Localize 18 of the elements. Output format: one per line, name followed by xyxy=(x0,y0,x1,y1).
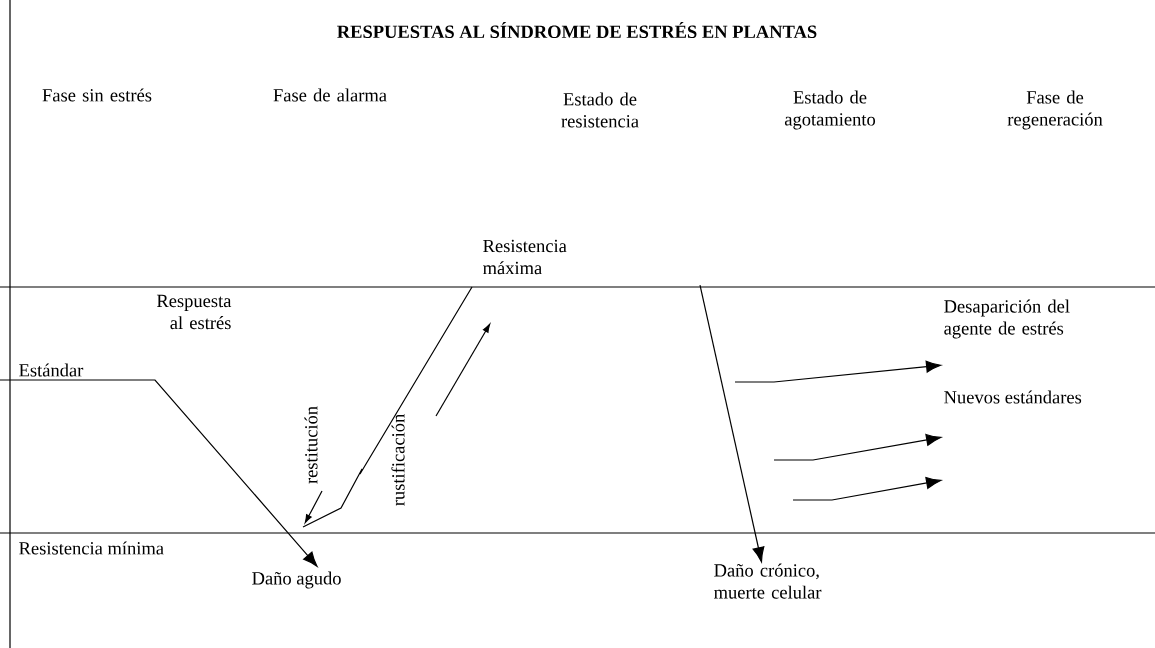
curve-label: Nuevos estándares xyxy=(944,390,1082,404)
outcome-label: Daño agudo xyxy=(252,571,341,589)
phase-heading: Fase de alarma xyxy=(273,88,387,102)
arrow xyxy=(0,379,318,567)
curve-label: Respuesta al estrés xyxy=(156,294,232,330)
level-label: Estándar xyxy=(19,363,84,377)
outcome-label: Daño crónico, muerte celular xyxy=(714,563,822,599)
title: RESPUESTAS AL SÍNDROME DE ESTRÉS EN PLANTAS xyxy=(337,21,817,39)
arrow xyxy=(699,284,765,563)
curve-label: rustificación xyxy=(391,414,405,506)
phase-heading: Fase sin estrés xyxy=(42,88,152,102)
phase-heading: Estado de resistencia xyxy=(561,92,639,128)
level-label: Resistencia mínima xyxy=(19,541,164,555)
phase-heading: Fase de regeneración xyxy=(1007,90,1103,130)
curve-label: restitución xyxy=(304,406,318,484)
phase-heading: Estado de agotamiento xyxy=(784,90,876,130)
curve-label: Desaparición del agente de estrés xyxy=(944,299,1070,339)
curve-label: Resistencia máxima xyxy=(483,239,567,275)
